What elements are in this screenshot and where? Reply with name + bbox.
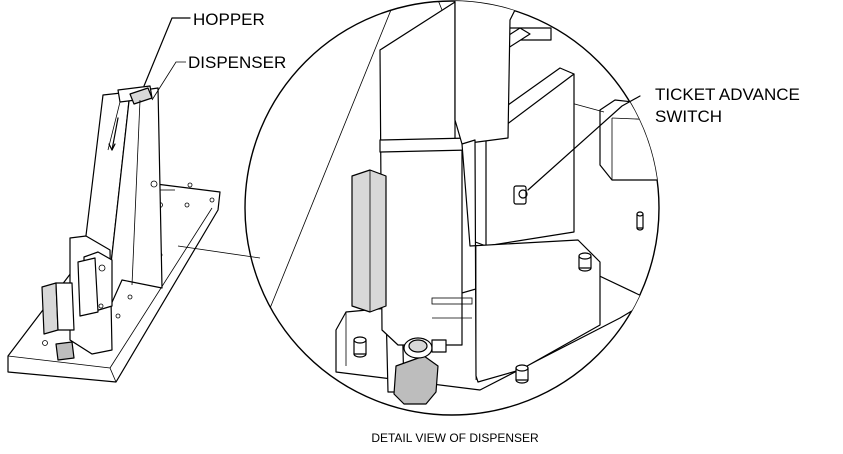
- leader-lines: [143, 17, 261, 259]
- detail-caption: DETAIL VIEW OF DISPENSER: [371, 431, 539, 445]
- standoffs: [353, 211, 644, 384]
- switch-label-line2: SWITCH: [655, 107, 722, 126]
- switch-label-line1: TICKET ADVANCE: [655, 85, 800, 104]
- left-side-plate: [379, 1, 463, 346]
- left-roller: [351, 169, 387, 313]
- switch-leader: [527, 95, 641, 191]
- assembly-overview: [7, 85, 221, 383]
- ticket-advance-switch: [513, 185, 528, 205]
- detail-view: [261, 1, 659, 405]
- center-plate: [454, 1, 521, 145]
- detail-circle: [244, 0, 660, 416]
- right-side-plate: [461, 139, 601, 383]
- dispenser-label: DISPENSER: [188, 53, 286, 72]
- dispenser-unit-small: [41, 235, 113, 361]
- ticket-exit: [393, 337, 447, 405]
- hopper-label: HOPPER: [193, 10, 265, 29]
